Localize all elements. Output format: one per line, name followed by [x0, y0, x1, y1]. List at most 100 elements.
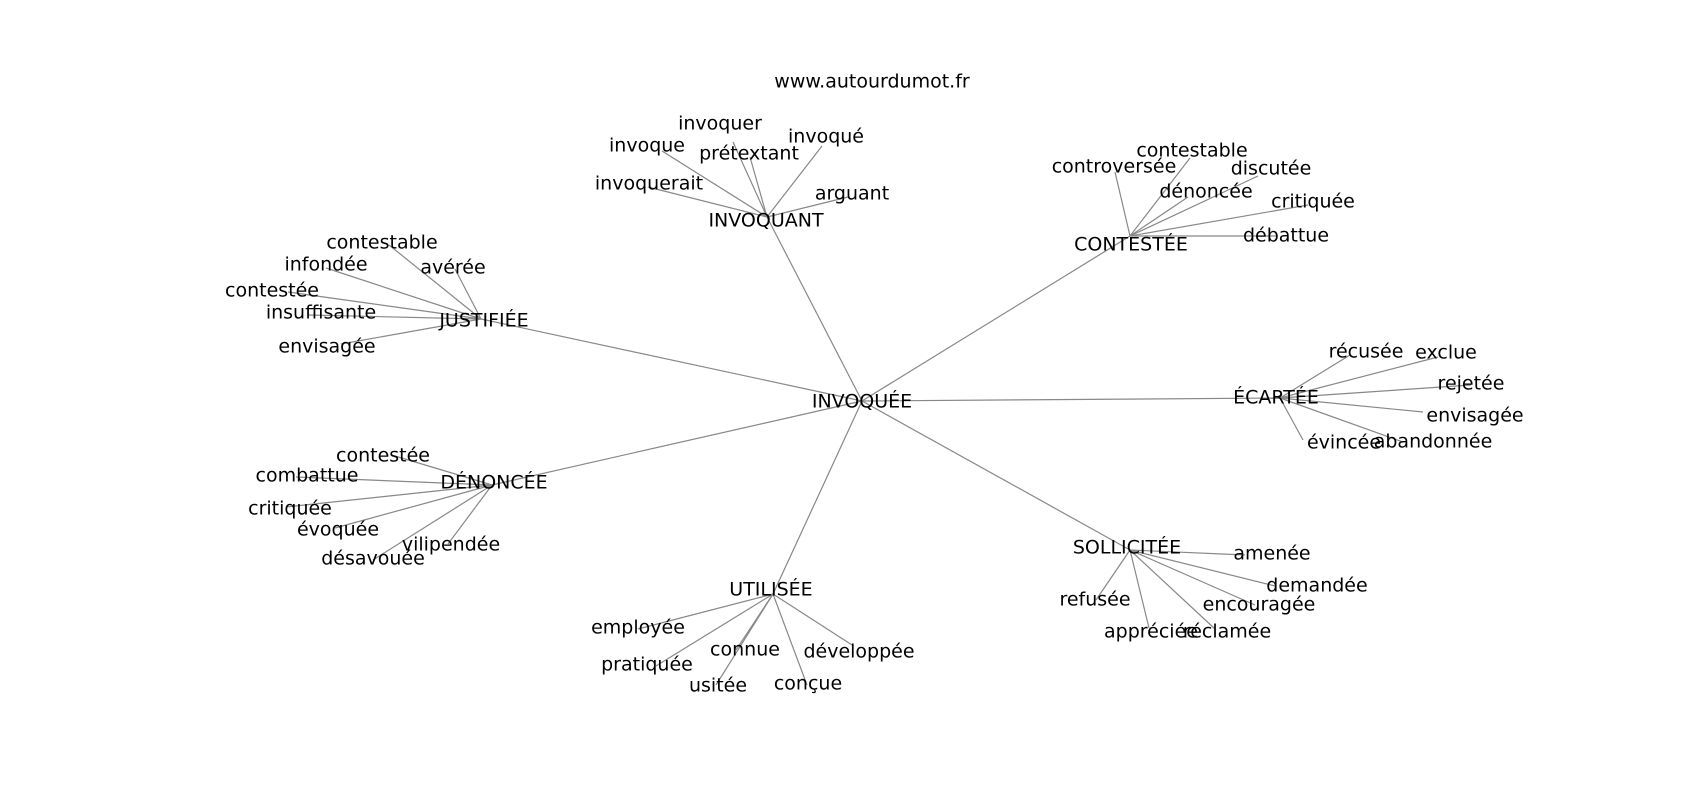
branch-word-edge — [732, 141, 768, 218]
related-word-label: demandée — [1266, 575, 1367, 597]
branch-word-edge — [340, 318, 482, 345]
related-word-label: critiquée — [248, 498, 332, 520]
branch-word-label: CONTESTÉE — [1074, 233, 1188, 256]
branch-word-edge — [285, 484, 493, 508]
related-word-label: contestable — [326, 232, 437, 254]
branch-word-edge — [766, 145, 823, 218]
branch-word-edge — [307, 314, 482, 320]
branch-word-label: SOLLICITÉE — [1073, 536, 1181, 559]
related-word-label: encouragée — [1203, 594, 1316, 616]
branch-word-edge — [637, 593, 774, 630]
branch-word-label: UTILISÉE — [729, 578, 812, 601]
branch-word-edge — [655, 593, 774, 667]
branch-word-edge — [772, 593, 808, 686]
related-word-label: abandonnée — [1374, 431, 1493, 453]
related-word-label: contestée — [336, 445, 430, 467]
branch-word-edge — [1129, 175, 1259, 237]
center-branch-edge — [766, 216, 863, 402]
graph-labels: INVOQUÉE INVOQUANT invoquer invoqué invoque p… — [225, 113, 1524, 697]
related-word-label: prétextant — [699, 143, 799, 165]
branch-word-edge — [1129, 549, 1276, 587]
related-word-label: appréciée — [1104, 621, 1198, 643]
branch-word-edge — [1095, 549, 1131, 601]
related-word-label: rejetée — [1438, 373, 1505, 395]
branch-word-edge — [1129, 549, 1150, 629]
branch-word-edge — [661, 150, 768, 218]
branch-word-edge — [1279, 384, 1472, 399]
related-word-label: controversée — [1052, 156, 1177, 178]
related-word-label: réclamée — [1183, 621, 1271, 643]
branch-word-label: DÉNONCÉE — [440, 471, 547, 494]
related-word-label: discutée — [1231, 158, 1312, 180]
center-branch-edge — [861, 235, 1131, 402]
related-word-label: vilipendée — [402, 534, 500, 556]
branch-word-edge — [325, 267, 482, 320]
branch-word-edge — [715, 593, 774, 686]
related-word-label: arguant — [815, 183, 889, 205]
related-word-label: invoquer — [678, 113, 762, 135]
center-branch-edge — [480, 318, 863, 402]
center-branch-edge — [861, 400, 1131, 551]
branch-word-edge — [1129, 549, 1256, 606]
branch-word-edge — [766, 196, 849, 218]
branch-word-edge — [394, 455, 493, 486]
branch-word-edge — [1129, 204, 1309, 237]
branch-word-edge — [454, 268, 482, 320]
related-word-label: envisagée — [278, 336, 375, 358]
related-word-label: conçue — [774, 673, 842, 695]
related-word-label: évoquée — [297, 519, 379, 541]
related-word-label: dénoncée — [1159, 181, 1252, 203]
branch-word-edge — [1279, 354, 1351, 399]
branch-word-label: JUSTIFIÉE — [438, 309, 528, 332]
related-word-label: désavouée — [321, 548, 425, 570]
branch-word-edge — [1129, 549, 1216, 630]
branch-word-edge — [1129, 549, 1246, 556]
related-word-label: envisagée — [1426, 405, 1523, 427]
branch-word-edge — [334, 484, 493, 529]
branch-word-label: ÉCARTÉE — [1233, 386, 1319, 409]
related-word-label: usitée — [689, 675, 747, 697]
branch-word-edge — [1279, 356, 1439, 399]
related-word-label: contestable — [1136, 140, 1247, 162]
related-word-label: infondée — [284, 254, 367, 276]
branch-word-edge — [1279, 397, 1404, 443]
related-word-label: récusée — [1329, 341, 1404, 363]
related-word-label: invoquerait — [595, 173, 703, 195]
branch-word-edge — [1114, 171, 1131, 237]
related-word-label: avérée — [420, 257, 485, 279]
center-branch-edge — [772, 400, 863, 595]
related-word-label: amenée — [1233, 543, 1310, 565]
branch-word-edge — [772, 593, 853, 646]
related-word-label: contestée — [225, 280, 319, 302]
branch-word-edge — [372, 484, 493, 561]
branch-word-edge — [1129, 157, 1191, 237]
center-branch-edge — [861, 397, 1281, 402]
related-word-label: critiquée — [1271, 191, 1355, 213]
related-word-label: débattue — [1243, 225, 1329, 247]
related-word-label: refusée — [1059, 589, 1130, 611]
related-word-label: employée — [591, 617, 685, 639]
related-word-label: développée — [803, 641, 914, 663]
branch-word-edge — [647, 186, 768, 218]
branch-word-edge — [447, 484, 493, 545]
branch-word-edge — [749, 156, 768, 218]
related-word-label: évincée — [1307, 432, 1381, 454]
center-word-label: INVOQUÉE — [812, 390, 912, 413]
related-word-label: invoque — [609, 135, 685, 157]
center-branch-edge — [491, 400, 863, 486]
branch-word-edge — [1129, 196, 1189, 237]
related-word-label: connue — [710, 639, 780, 661]
branch-word-edge — [388, 244, 482, 320]
branch-word-edge — [1279, 397, 1304, 441]
related-word-label: invoqué — [788, 126, 864, 148]
related-word-label: combattue — [256, 465, 359, 487]
related-word-label: exclue — [1415, 342, 1477, 364]
branch-word-edge — [295, 476, 493, 486]
related-word-label: insuffisante — [266, 302, 376, 324]
branch-word-edge — [1279, 397, 1424, 413]
branch-word-edge — [287, 291, 482, 320]
related-word-label: pratiquée — [601, 654, 693, 676]
branch-word-label: INVOQUANT — [708, 210, 824, 232]
source-credit: www.autourdumot.fr — [774, 71, 970, 93]
